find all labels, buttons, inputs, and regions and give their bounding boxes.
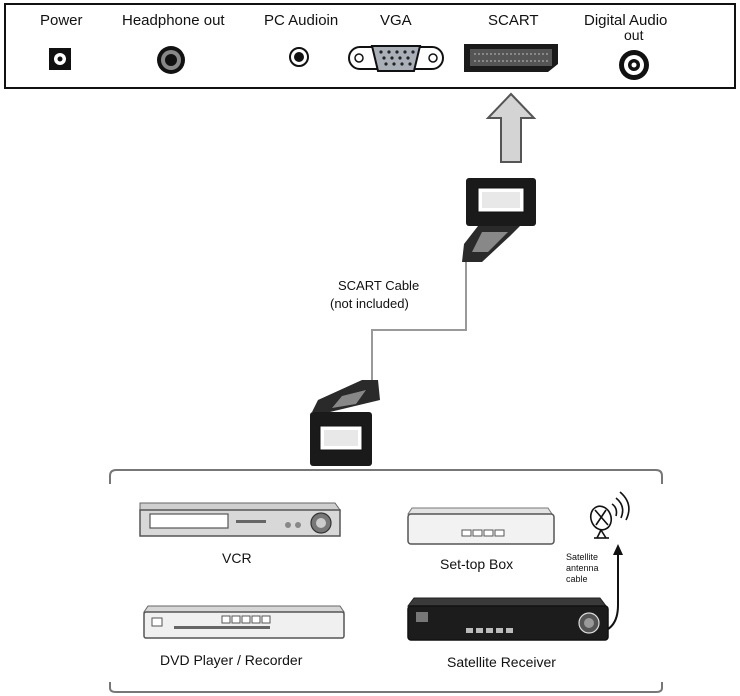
port-label-headphone-out: Headphone out (122, 12, 225, 29)
port-label-digital-audio-out: out (624, 27, 644, 43)
up-arrow-icon (485, 92, 537, 163)
port-label-scart: SCART (488, 12, 539, 29)
vga-port-icon (348, 45, 444, 72)
pc-audio-jack-icon (289, 47, 309, 67)
port-label-vga: VGA (380, 12, 412, 29)
headphone-jack-icon (157, 46, 185, 74)
power-jack-icon (49, 48, 71, 70)
device-label-dvd: DVD Player / Recorder (160, 652, 303, 668)
cable-note: (not included) (330, 296, 409, 311)
scart-plug-bottom-icon (310, 380, 380, 466)
device-label-vcr: VCR (222, 550, 252, 566)
port-label-digital-audio: Digital Audio (584, 12, 668, 29)
device-label-settop-box: Set-top Box (440, 556, 514, 572)
cable-label: SCART Cable (338, 278, 420, 293)
scart-port-icon (464, 44, 558, 72)
settop-box-icon (407, 507, 555, 545)
port-label-pc-audio-in: PC Audioin (264, 12, 339, 29)
satellite-receiver-icon (407, 597, 609, 641)
device-group-bracket (109, 469, 663, 484)
port-label-power: Power (40, 12, 83, 29)
dvd-player-icon (143, 605, 345, 639)
scart-cable (371, 262, 467, 396)
digital-audio-jack-icon (619, 50, 649, 80)
antenna-arrow-icon (613, 544, 623, 555)
antenna-cable-label: Satellite antenna cable (566, 552, 599, 584)
scart-plug-top-icon (462, 178, 536, 262)
satellite-dish-icon (589, 491, 630, 539)
device-label-satellite-receiver: Satellite Receiver (447, 654, 556, 670)
vcr-device-icon (139, 502, 341, 537)
